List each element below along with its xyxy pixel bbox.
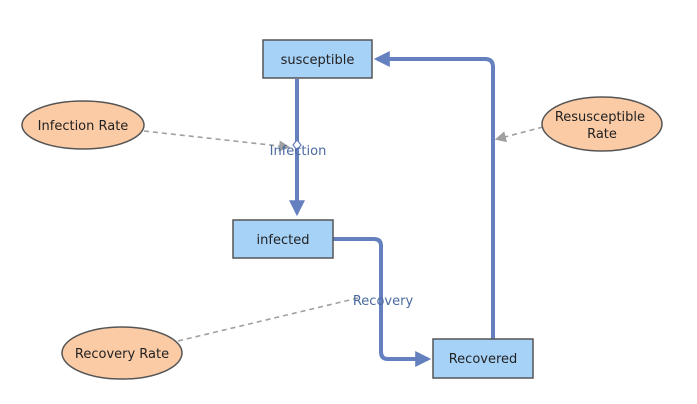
stock-infected-label: infected [257,233,310,248]
stock-susceptible[interactable]: susceptible [262,39,373,79]
flow-resusceptible-pipe[interactable] [373,51,495,339]
param-resusceptible-rate[interactable]: Resusceptible Rate [541,96,663,152]
link-recovery-rate-to-recovery[interactable] [177,297,359,342]
param-infection-rate[interactable]: Infection Rate [21,100,145,150]
param-recovery-rate[interactable]: Recovery Rate [61,326,183,380]
param-infection-rate-label: Infection Rate [38,119,129,134]
stock-infected[interactable]: infected [232,219,334,259]
flow-infection-valve[interactable] [292,139,302,151]
flow-recovery-pipe[interactable] [333,237,432,367]
param-resusceptible-rate-line-2: Rate [587,127,617,142]
param-resusceptible-rate-label: Resusceptible Rate [555,110,649,142]
flow-infection-label: Infection [270,144,327,159]
param-recovery-rate-label: Recovery Rate [75,347,169,362]
link-infection-rate-to-infection[interactable] [143,130,291,152]
stock-susceptible-label: susceptible [281,53,355,68]
flow-recovery-label: Recovery [353,294,414,309]
link-resusceptible-rate-to-flow[interactable] [494,126,544,143]
stock-recovered-label: Recovered [449,352,518,367]
param-resusceptible-rate-line-1: Resusceptible [555,110,645,125]
stock-recovered[interactable]: Recovered [432,338,534,379]
